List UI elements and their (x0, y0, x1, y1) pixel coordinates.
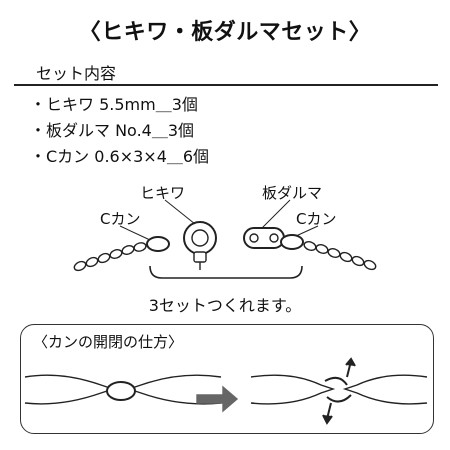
label-itadaruma: 板ダルマ (262, 184, 323, 202)
label-ckan-right: Cカン (296, 210, 337, 228)
page-title: 〈ヒキワ・板ダルマセット〉 (78, 20, 372, 45)
assembly-diagram: ヒキワ Cカン 板ダルマ Cカン (0, 178, 450, 318)
list-item: ・ヒキワ 5.5mm＿3個 (30, 95, 198, 114)
caption: 3セットつくれます。 (148, 296, 302, 315)
label-hikiwa: ヒキワ (140, 184, 186, 202)
list-item: ・Cカン 0.6×3×4＿6個 (30, 147, 210, 166)
label-ckan-left: Cカン (100, 210, 141, 228)
chain-illustration (73, 199, 377, 279)
ring-opening-illustration (24, 357, 428, 425)
contents-list: ・ヒキワ 5.5mm＿3個 ・板ダルマ No.4＿3個 ・Cカン 0.6×3×4… (30, 92, 209, 170)
list-item: ・板ダルマ No.4＿3個 (30, 121, 195, 140)
howto-box: 〈カンの開閉の仕方〉 (20, 324, 434, 434)
howto-title: 〈カンの開閉の仕方〉 (33, 333, 184, 351)
divider (14, 84, 438, 86)
contents-label: セット内容 (36, 64, 117, 83)
